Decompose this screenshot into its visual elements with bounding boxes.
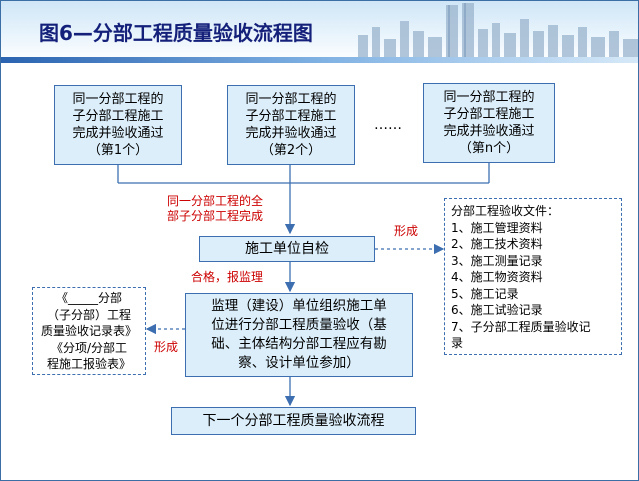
contractor-self-check-box: 施工单位自检 [199,236,375,262]
sub-project-box-n: 同一分部工程的 子分部工程施工 完成并验收通过 （第n个） [423,83,555,163]
document-item: 5、施工记录 [451,286,519,301]
document-item: 6、施工试验记录 [451,303,543,317]
title-underline [1,57,638,63]
form-label-right: 形成 [394,224,419,238]
page-title: 图6—分部工程质量验收流程图 [39,21,313,45]
document-item: 1、施工管理资料 [451,220,543,235]
document-item: 7、子分部工程质量验收记 录 [451,319,591,351]
acceptance-documents-box: 分部工程验收文件： 1、施工管理资料 2、施工技术资料 3、施工测量记录 4、施… [444,198,622,355]
next-flow-box: 下一个分部工程质量验收流程 [171,407,416,435]
document-item: 4、施工物资资料 [451,270,543,284]
form-label-left: 形成 [154,340,179,354]
sub-project-box-2: 同一分部工程的 子分部工程施工 完成并验收通过 （第2个） [227,85,355,165]
qualified-note: 合格，报监理 [191,270,264,284]
sub-project-box-1: 同一分部工程的 子分部工程施工 完成并验收通过 （第1个） [54,85,182,165]
documents-heading: 分部工程验收文件： [451,204,560,218]
note-all-complete: 同一分部工程的全 部子分部工程完成 [167,194,264,223]
acceptance-records-box: 《_____分部 （子分部）工程 质量验收记录表》 《分项/分部工 程施工报验表… [32,287,146,375]
document-item: 3、施工测量记录 [451,253,543,268]
supervision-acceptance-box: 监理（建设）单位组织施工单 位进行分部工程质量验收（基 础、主体结构分部工程应有… [185,293,413,377]
document-item: 2、施工技术资料 [451,237,543,251]
ellipsis: …… [374,117,402,133]
header-banner: 图6—分部工程质量验收流程图 [1,1,638,63]
